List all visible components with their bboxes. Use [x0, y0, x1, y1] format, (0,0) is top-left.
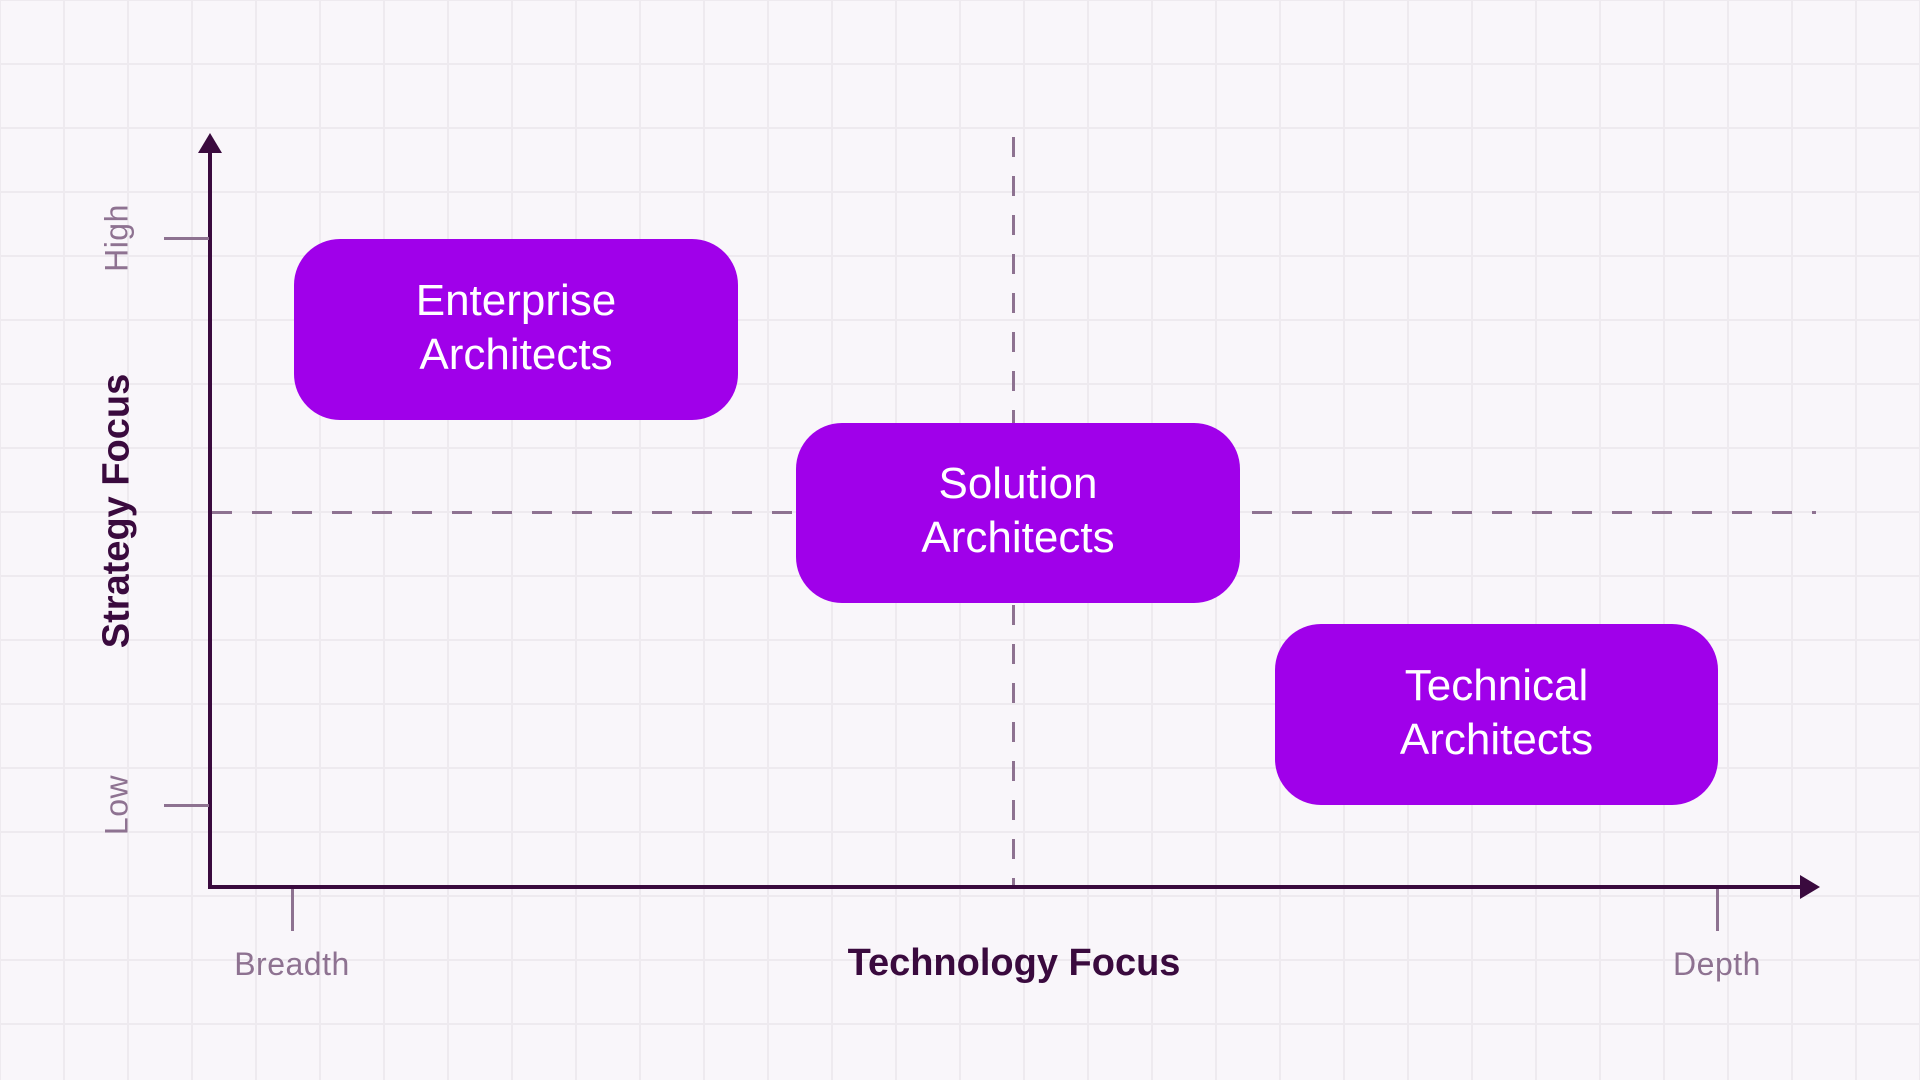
box-label-line1: Solution: [938, 459, 1098, 508]
solution-architects-box: Solution Architects: [796, 423, 1240, 603]
y-axis-line: [208, 150, 212, 889]
y-tick-label-high: High: [98, 204, 135, 272]
enterprise-architects-box: Enterprise Architects: [294, 239, 738, 420]
y-tick-label-low: Low: [98, 774, 135, 836]
x-tick-label-breadth: Breadth: [234, 946, 350, 982]
x-axis-arrow-icon: [1800, 875, 1820, 899]
box-label-line1: Technical: [1404, 660, 1589, 710]
box-label-line2: Architects: [921, 513, 1115, 562]
x-axis-line: [208, 885, 1806, 889]
x-tick-depth: [1716, 889, 1719, 931]
box-label-line1: Enterprise: [415, 275, 617, 325]
x-tick-breadth: [291, 889, 294, 931]
y-axis-arrow-icon: [198, 133, 222, 153]
box-label-line2: Architects: [419, 329, 613, 379]
x-tick-label-depth: Depth: [1673, 946, 1761, 982]
y-tick-high: [164, 237, 209, 240]
y-axis-title: Strategy Focus: [95, 373, 138, 649]
x-axis-title: Technology Focus: [847, 942, 1181, 984]
box-label-line2: Architects: [1399, 714, 1594, 764]
technical-architects-box: Technical Architects: [1275, 624, 1718, 805]
y-tick-low: [164, 804, 209, 807]
